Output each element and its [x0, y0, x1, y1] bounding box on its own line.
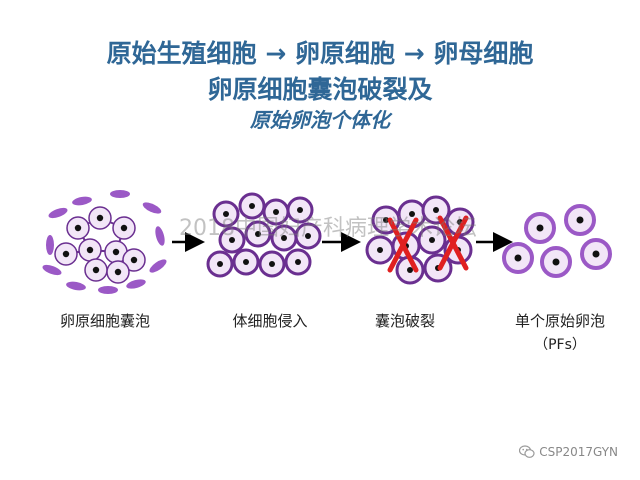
breakdown-x-marks — [387, 215, 469, 273]
title-line-3: 原始卵泡个体化 — [250, 108, 390, 132]
title-line-1: 原始生殖细胞 → 卵原细胞 → 卵母细胞 — [106, 39, 534, 68]
credit-text: CSP2017GYN — [539, 445, 618, 459]
oocytes — [54, 206, 146, 284]
follicle-formation-diagram — [42, 190, 612, 294]
stage-4-primordial-follicles — [502, 204, 612, 278]
stage-3-cyst-breakdown — [365, 195, 475, 285]
somatic-cells — [42, 190, 167, 294]
stage-1-oogonial-cyst — [42, 190, 167, 294]
stage-label-cyst-breakdown: 囊泡破裂 — [374, 312, 435, 330]
stage-2-somatic-invasion — [206, 192, 322, 278]
wechat-icon — [519, 445, 535, 458]
stage-sublabel-pfs: （PFs） — [534, 337, 586, 353]
stage-label-primordial-follicles: 单个原始卵泡 — [514, 312, 605, 330]
stage-label-somatic-invasion: 体细胞侵入 — [232, 312, 308, 330]
title-line-2: 卵原细胞囊泡破裂及 — [207, 75, 433, 104]
stage-label-oogonial-cyst: 卵原细胞囊泡 — [59, 312, 150, 330]
source-credit: CSP2017GYN — [519, 445, 618, 459]
watermark: 2018中国妇产科病理学术论坛 — [179, 216, 477, 241]
